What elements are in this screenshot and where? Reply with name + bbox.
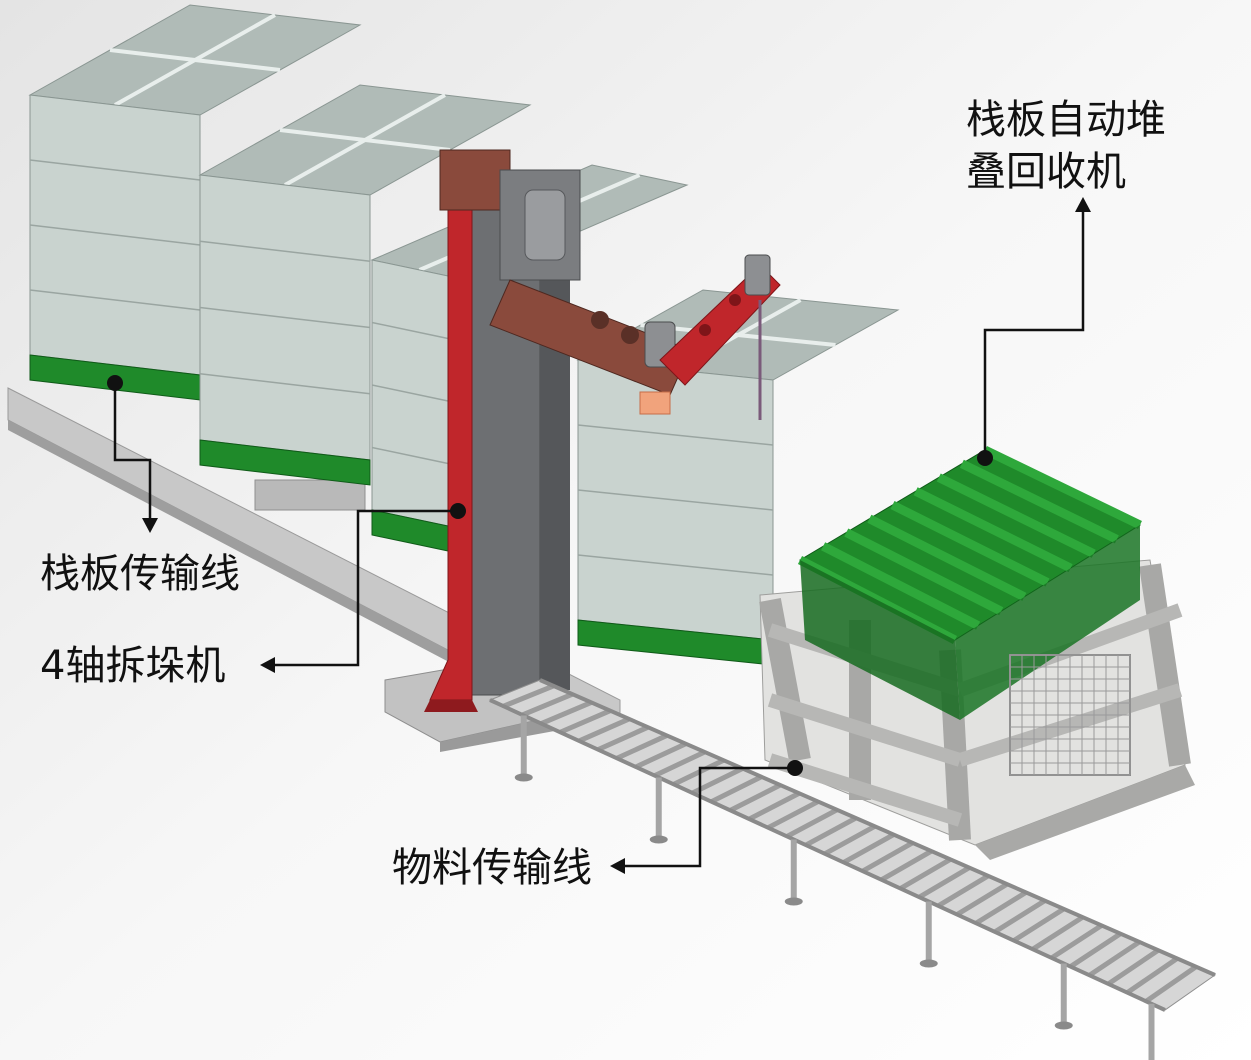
box-divider-b-0	[109, 48, 281, 72]
roller	[578, 716, 631, 744]
conveyor-foot-2	[784, 897, 803, 906]
roller	[899, 857, 952, 891]
roller	[1069, 931, 1122, 969]
conveyor-leg-3	[925, 901, 932, 962]
leader-dots	[107, 375, 993, 776]
box-layer-line-1-1	[199, 240, 371, 262]
conveyor-foot-4	[1054, 1021, 1073, 1030]
conveyor-leg-2	[790, 839, 797, 900]
leader-lines	[113, 212, 1085, 868]
roller	[710, 774, 763, 804]
roller	[596, 724, 650, 752]
box-layer-line-3-2	[577, 489, 774, 511]
roller	[540, 700, 593, 726]
stacked-boxes	[28, 4, 900, 666]
roller	[672, 757, 725, 787]
roller	[955, 882, 1009, 917]
label-pallet-stacker-line-1: 栈板自动堆	[966, 97, 1166, 143]
conveyor-foot-3	[919, 959, 938, 968]
conveyor-leg-1	[655, 777, 662, 838]
pallet-slat	[821, 542, 981, 630]
roller	[1125, 956, 1179, 995]
roller	[861, 840, 914, 874]
roller	[993, 898, 1047, 935]
conveyor-foot-0	[514, 773, 533, 782]
pallet-1	[199, 439, 371, 486]
pallet-slat	[867, 514, 1027, 601]
box-layer-line-3-3	[577, 554, 774, 576]
pallet-slat	[936, 473, 1096, 558]
roller	[1106, 948, 1160, 987]
box-layer-line-0-2	[29, 224, 201, 246]
pallet-stacker-machine	[759, 445, 1195, 860]
roller	[634, 741, 687, 770]
roller	[766, 799, 820, 830]
label-material-conveyor: 物料传输线	[392, 845, 592, 891]
roller	[1144, 964, 1198, 1004]
conveyor-leg-4	[1060, 963, 1067, 1024]
roller	[936, 873, 990, 908]
roller	[1088, 939, 1141, 978]
roller	[974, 890, 1028, 926]
box-divider-b-1	[279, 128, 451, 152]
roller	[785, 807, 839, 839]
label-pallet-stacker: 栈板自动堆 叠回收机	[966, 94, 1166, 198]
conveyor-leg-5	[1148, 1003, 1155, 1060]
roller	[1012, 906, 1066, 943]
roller	[653, 749, 706, 778]
depalletizer-robot	[384, 149, 781, 752]
box-layer-line-1-3	[199, 373, 371, 395]
box-layer-line-1-2	[199, 306, 371, 329]
pallet-slat	[844, 528, 1004, 616]
roller	[1050, 923, 1103, 961]
roller	[521, 691, 574, 718]
roller	[559, 708, 612, 735]
roller	[804, 815, 858, 848]
roller	[502, 683, 555, 709]
roller	[729, 782, 782, 813]
leader-arrowheads	[142, 197, 1091, 874]
roller	[823, 824, 877, 856]
pallet-slat	[913, 487, 1073, 573]
roller	[615, 733, 668, 761]
pallet-slat	[983, 445, 1142, 530]
label-pallet-conveyor: 栈板传输线	[40, 551, 240, 597]
label-depalletizer: 4轴拆垛机	[40, 643, 226, 689]
material-roller-conveyor	[488, 678, 1217, 1060]
roller	[880, 848, 933, 882]
frame-post-3	[1139, 563, 1191, 767]
roller	[842, 832, 895, 865]
frame-beam-1	[767, 693, 963, 767]
label-pallet-stacker-line-2: 叠回收机	[966, 149, 1126, 195]
box-layer-line-0-3	[29, 289, 201, 311]
pallet-slat	[959, 459, 1119, 544]
pallet-slat	[890, 500, 1050, 587]
box-layer-line-0-1	[29, 159, 201, 181]
roller	[1031, 915, 1085, 952]
roller	[918, 865, 971, 900]
box-layer-line-3-1	[577, 424, 774, 446]
conveyor-foot-1	[649, 835, 668, 844]
conveyor-leg-0	[520, 715, 527, 776]
roller	[748, 791, 801, 822]
